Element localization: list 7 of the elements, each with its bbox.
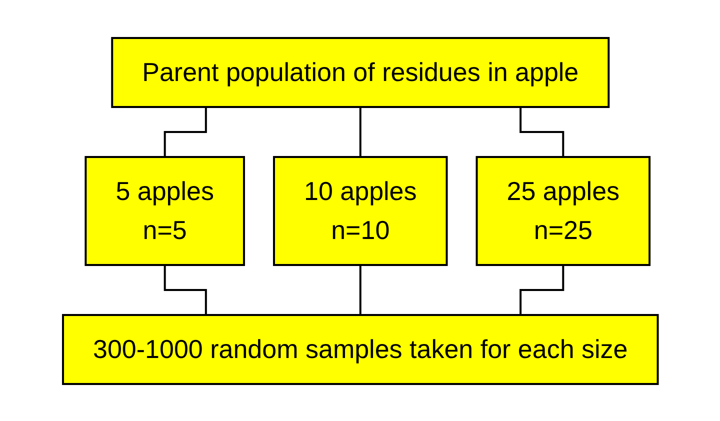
- node-box: 300-1000 random samples taken for each size: [62, 314, 658, 384]
- node-box: 5 apples n=5: [84, 156, 245, 266]
- node-box: Parent population of residues in apple: [110, 36, 610, 108]
- node-box: 25 apples n=25: [475, 156, 650, 266]
- connector: [359, 106, 361, 158]
- node-box: 10 apples n=10: [272, 156, 448, 266]
- connector: [359, 264, 361, 316]
